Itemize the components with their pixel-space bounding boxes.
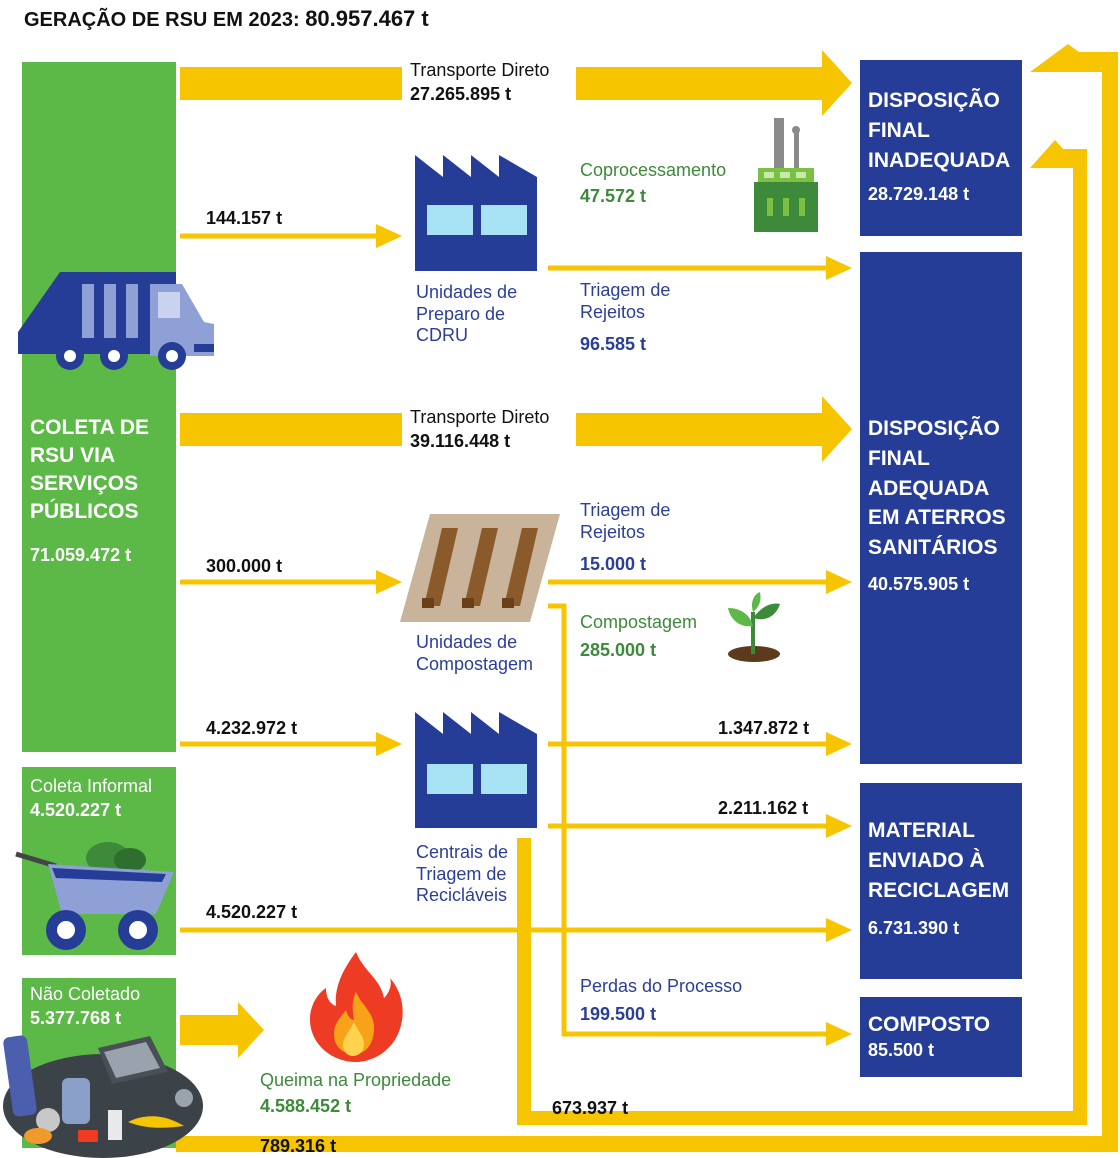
compost-box — [860, 997, 1022, 1077]
sorting-to-landfill-value: 1.347.872 t — [718, 718, 810, 738]
factory-icon — [415, 712, 537, 828]
sorting-unit-label: Centrais de Triagem de Recicláveis — [416, 842, 509, 906]
to-sorting-arrowhead — [376, 732, 402, 756]
public-collection-value: 71.059.472 t — [30, 545, 132, 565]
process-losses-value: 199.500 t — [580, 1004, 657, 1024]
public-collection-box — [22, 62, 176, 752]
sorting-to-landfill-arrowhead — [826, 732, 852, 756]
compost-rejects-arrowhead — [826, 570, 852, 594]
recycling-value: 6.731.390 t — [868, 918, 960, 938]
coprocessing-plant-icon — [754, 118, 818, 232]
burning-arrow — [180, 1002, 264, 1058]
inadequate-disposal-title: DISPOSIÇÃO FINAL INADEQUADA — [868, 89, 1011, 172]
handcart-icon — [15, 842, 174, 950]
composting-label: Compostagem — [580, 612, 698, 632]
adequate-disposal-value: 40.575.905 t — [868, 574, 970, 594]
header-label: GERAÇÃO DE RSU EM 2023: — [24, 9, 300, 31]
process-losses-label: Perdas do Processo — [580, 976, 743, 996]
inadequate-disposal-value: 28.729.148 t — [868, 184, 970, 204]
cdru-rejects-value: 96.585 t — [580, 334, 647, 354]
direct-transport-2-label: Transporte Direto — [410, 407, 550, 427]
sorting-to-recycling-arrowhead — [826, 814, 852, 838]
compost-pallet-icon — [400, 514, 560, 622]
composting-unit-label: Unidades de Compostagem — [416, 632, 534, 674]
inadequate-disposal-box — [860, 60, 1022, 236]
garbage-truck-icon — [18, 272, 214, 370]
sorting-to-recycling-value: 2.211.162 t — [718, 798, 809, 818]
to-composting-value: 300.000 t — [206, 556, 283, 576]
recycling-title: MATERIAL ENVIADO À RECICLAGEM — [868, 819, 1010, 902]
not-collected-value: 5.377.768 t — [30, 1008, 122, 1028]
process-losses-arrowhead — [826, 1022, 852, 1046]
informal-to-recycling-value: 4.520.227 t — [206, 902, 298, 922]
cdru-rejects-arrowhead — [826, 256, 852, 280]
informal-to-recycling-arrowhead — [826, 918, 852, 942]
compost-rejects-label: Triagem de Rejeitos — [580, 500, 671, 542]
factory-icon — [415, 155, 537, 271]
process-losses-line — [548, 603, 830, 1037]
direct-transport-2-band-left — [180, 413, 402, 446]
coprocessing-label: Coprocessamento — [580, 160, 727, 180]
compost-rejects-value: 15.000 t — [580, 554, 647, 574]
coprocessing-value: 47.572 t — [580, 186, 647, 206]
informal-collection-value: 4.520.227 t — [30, 800, 122, 820]
cdru-unit-label: Unidades de Preparo de CDRU — [416, 282, 518, 346]
direct-transport-1-band-left — [180, 67, 402, 100]
direct-transport-1-arrow — [576, 50, 852, 116]
fire-icon — [309, 952, 403, 1062]
to-cdru-arrowhead — [376, 224, 402, 248]
cdru-rejects-label: Triagem de Rejeitos — [580, 280, 671, 322]
to-cdru-value: 144.157 t — [206, 208, 283, 228]
sorting-to-inadequate-value: 673.937 t — [552, 1098, 629, 1118]
direct-transport-1-value: 27.265.895 t — [410, 84, 512, 104]
adequate-disposal-title: DISPOSIÇÃO FINAL ADEQUADA EM ATERROS SAN… — [868, 417, 1006, 560]
header-total: 80.957.467 t — [305, 6, 429, 31]
direct-transport-2-value: 39.116.448 t — [410, 431, 511, 451]
plant-sprout-icon — [728, 592, 780, 662]
recycling-box — [860, 783, 1022, 979]
public-collection-title: COLETA DE RSU VIA SERVIÇOS PÚBLICOS — [30, 416, 149, 524]
uncollected-to-inadequate-value: 789.316 t — [260, 1136, 337, 1156]
direct-transport-2-arrow — [576, 396, 852, 462]
to-composting-arrowhead — [376, 570, 402, 594]
informal-collection-title: Coleta Informal — [30, 776, 153, 796]
compost-value: 85.500 t — [868, 1040, 935, 1060]
burning-label: Queima na Propriedade — [260, 1070, 452, 1090]
trash-pile-icon — [3, 1035, 203, 1158]
adequate-disposal-box — [860, 252, 1022, 764]
not-collected-title: Não Coletado — [30, 984, 141, 1004]
header-title: GERAÇÃO DE RSU EM 2023: 80.957.467 t — [24, 6, 429, 32]
uncollected-to-inadequate-line — [176, 52, 1118, 1152]
burning-value: 4.588.452 t — [260, 1096, 352, 1116]
compost-title: COMPOSTO — [868, 1013, 991, 1036]
to-sorting-value: 4.232.972 t — [206, 718, 298, 738]
composting-value: 285.000 t — [580, 640, 657, 660]
sorting-to-inadequate-line — [517, 149, 1087, 1125]
direct-transport-1-label: Transporte Direto — [410, 60, 550, 80]
